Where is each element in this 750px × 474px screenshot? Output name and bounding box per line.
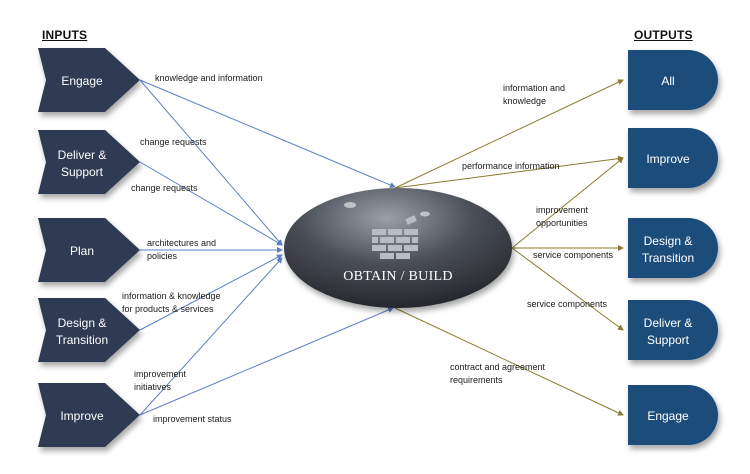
center-label: OBTAIN / BUILD (343, 269, 453, 284)
input-box-deliver-support: Deliver & Support (38, 130, 140, 194)
input-box-label: Support (61, 165, 104, 179)
inputs-heading: INPUTS (42, 28, 88, 42)
output-box-label: Transition (642, 251, 694, 265)
center-activity: OBTAIN / BUILD (284, 188, 512, 308)
flow-line-improve-status (139, 307, 394, 416)
output-flow-lines (394, 79, 624, 416)
input-box-design-transition: Design & Transition (38, 298, 140, 362)
flow-label: knowledge and information (155, 73, 263, 83)
brick-wall-icon (372, 215, 418, 259)
flow-label: improvement (134, 369, 187, 379)
output-box-label: Deliver & (644, 316, 693, 330)
flow-line-out-improvement (511, 157, 624, 249)
flow-label: information & knowledge (122, 291, 221, 301)
flow-label: architectures and (147, 238, 216, 248)
input-box-engage: Engage (38, 48, 140, 112)
output-box-label: Improve (646, 152, 690, 166)
flow-line-out-all (394, 79, 624, 189)
flow-line-improve-initiatives (139, 257, 283, 416)
flow-label: initiatives (134, 382, 172, 392)
input-box-label: Plan (70, 244, 94, 258)
flow-label: policies (147, 251, 178, 261)
input-flow-lines (139, 79, 396, 416)
flow-label: information and (503, 83, 565, 93)
input-box-plan: Plan (38, 218, 140, 282)
output-box-improve: Improve (628, 128, 718, 188)
output-box-label: Design & (644, 234, 693, 248)
flow-label: for products & services (122, 304, 214, 314)
flow-label: knowledge (503, 96, 546, 106)
input-box-improve: Improve (38, 383, 140, 447)
input-boxes: Engage Deliver & Support Plan Design & T… (38, 48, 140, 447)
output-box-deliver-support: Deliver & Support (628, 300, 718, 360)
flow-label: service components (533, 250, 614, 260)
output-boxes: All Improve Design & Transition Deliver … (628, 50, 718, 445)
flow-label: opportunities (536, 218, 588, 228)
flow-label: change requests (131, 183, 198, 193)
flow-label: requirements (450, 375, 503, 385)
input-box-label: Transition (56, 333, 108, 347)
flow-label: contract and agreement (450, 362, 546, 372)
flow-label: improvement status (153, 414, 232, 424)
flow-label: performance information (462, 161, 560, 171)
input-box-label: Design & (58, 316, 107, 330)
output-box-all: All (628, 50, 718, 110)
input-box-label: Improve (60, 409, 104, 423)
flow-line-engage-change (139, 79, 283, 246)
flow-line-out-support (511, 247, 624, 331)
flow-line-out-performance (394, 155, 624, 189)
output-box-label: All (661, 74, 674, 88)
flow-label: service components (527, 299, 608, 309)
flow-line-out-contract (394, 307, 624, 416)
flow-line-support-change (139, 161, 283, 246)
flow-line-design-info (139, 254, 283, 331)
output-box-engage: Engage (628, 385, 718, 445)
input-flow-labels: knowledge and information change request… (122, 73, 263, 424)
input-box-label: Engage (61, 74, 103, 88)
flow-label: change requests (140, 137, 207, 147)
output-box-design-transition: Design & Transition (628, 218, 718, 278)
output-box-label: Engage (647, 409, 689, 423)
output-flow-labels: information and knowledge performance in… (450, 83, 614, 385)
flow-label: improvement (536, 205, 589, 215)
input-box-label: Deliver & (58, 148, 107, 162)
flow-line-engage-knowledge (139, 79, 396, 188)
outputs-heading: OUTPUTS (634, 28, 693, 42)
output-box-label: Support (647, 333, 690, 347)
